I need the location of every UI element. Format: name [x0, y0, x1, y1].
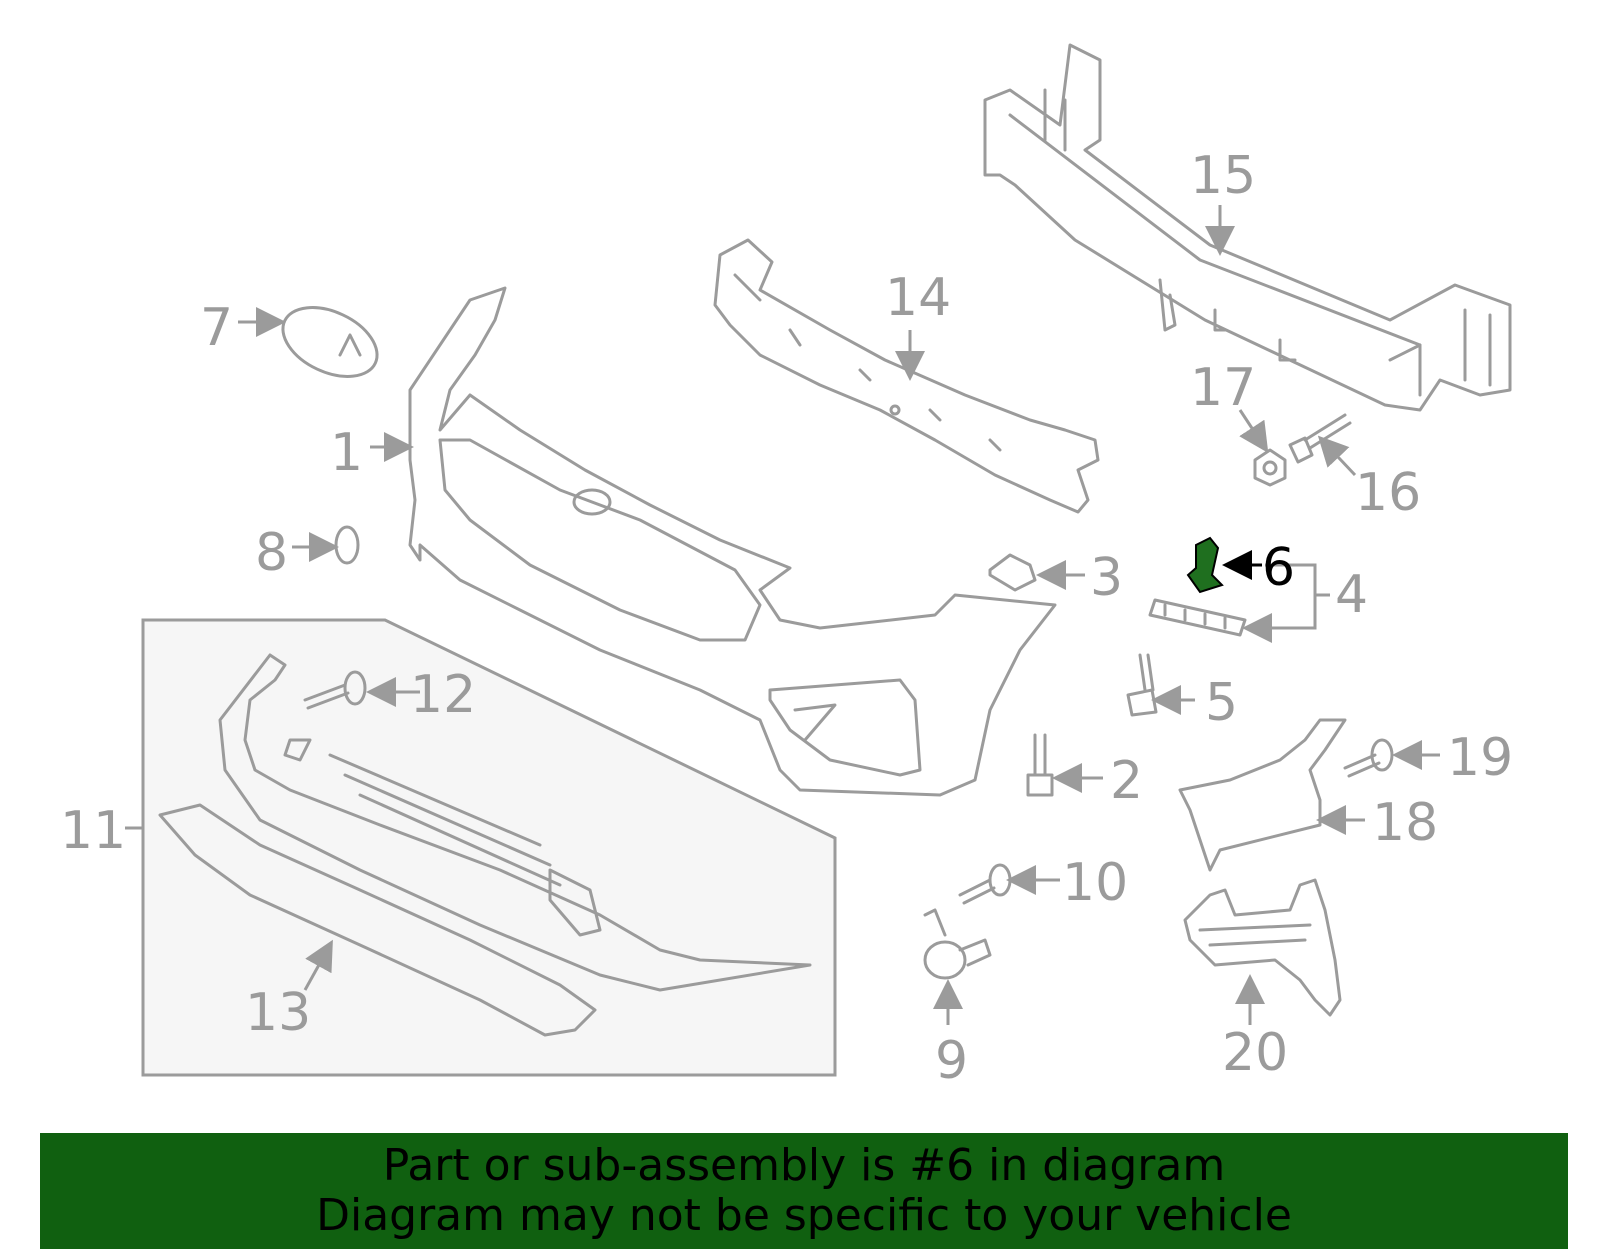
label-5: 5: [1205, 673, 1238, 733]
part-9-sensor: [923, 908, 992, 980]
label-8: 8: [255, 523, 288, 583]
label-20: 20: [1222, 1023, 1288, 1083]
part-1-bumper-cover: [408, 286, 1057, 797]
part-4-bracket: [1148, 598, 1247, 637]
banner-line-disclaimer: Diagram may not be specific to your vehi…: [316, 1190, 1292, 1241]
part-15-bumper-reinforcement: [983, 43, 1512, 412]
label-18: 18: [1372, 793, 1438, 853]
label-6-highlighted: 6: [1262, 538, 1295, 598]
label-12: 12: [410, 665, 476, 725]
label-13: 13: [245, 983, 311, 1043]
label-4: 4: [1335, 565, 1368, 625]
part-11-lower-grille: [218, 653, 812, 992]
part-8-clip: [334, 525, 360, 565]
label-17: 17: [1190, 358, 1256, 418]
banner-line-part-number: Part or sub-assembly is #6 in diagram: [382, 1140, 1226, 1191]
part-13-lower-strip: [158, 803, 597, 1037]
part-3-nut: [988, 553, 1037, 592]
callout-labels: 7 1 8 3 6 4 5 2 10 9 12 11 13 14 15 16 1…: [60, 146, 1513, 1091]
label-7: 7: [200, 298, 233, 358]
part-7-emblem: [281, 306, 379, 378]
label-15: 15: [1190, 146, 1256, 206]
part-20-fog-bezel: [1183, 878, 1342, 1017]
label-1: 1: [330, 423, 363, 483]
label-11: 11: [60, 801, 126, 861]
leader-lines: [125, 205, 1440, 1025]
part-2-bolt: [1026, 733, 1054, 797]
part-10-screw: [958, 863, 1012, 905]
label-16: 16: [1355, 463, 1421, 523]
part-5-bolt: [1126, 653, 1158, 717]
part-17-nut: [1253, 448, 1287, 487]
part-19-screw: [1343, 738, 1394, 778]
part-16-bolt: [1288, 413, 1352, 464]
part-14-energy-absorber: [713, 238, 1100, 514]
part-18-bracket: [1178, 718, 1347, 872]
label-3: 3: [1090, 548, 1123, 608]
part-6-highlighted-bracket: [1186, 536, 1224, 594]
label-9: 9: [935, 1031, 968, 1091]
label-19: 19: [1447, 728, 1513, 788]
info-banner: Part or sub-assembly is #6 in diagram Di…: [40, 1133, 1568, 1249]
label-14: 14: [885, 268, 951, 328]
part-12-screw: [303, 670, 367, 710]
label-10: 10: [1062, 853, 1128, 913]
label-2: 2: [1110, 751, 1143, 811]
